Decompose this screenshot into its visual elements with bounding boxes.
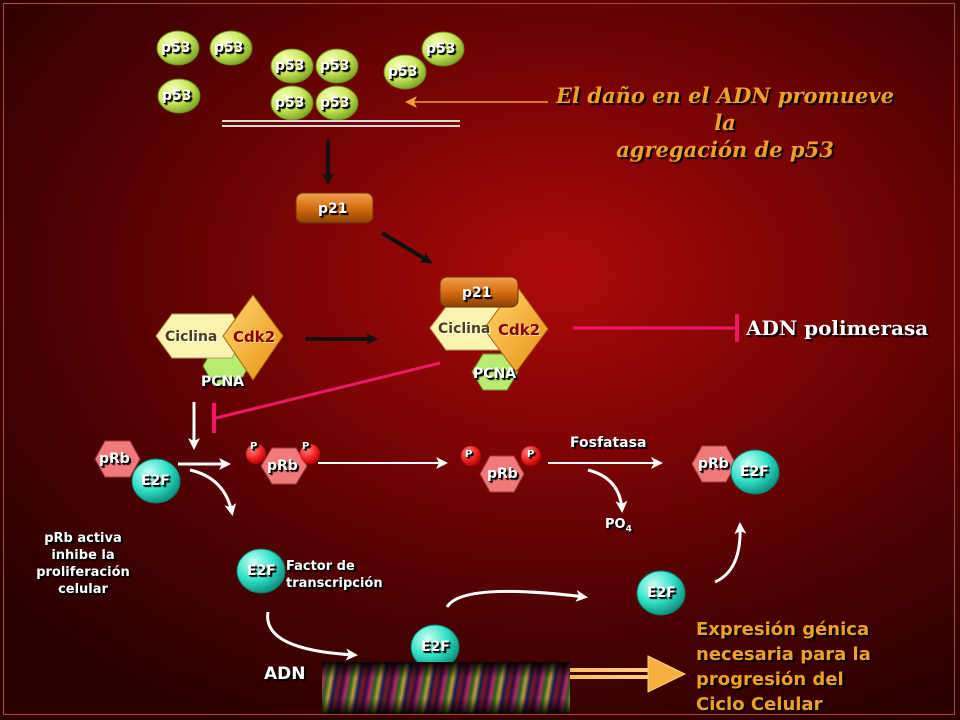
- transcription-factor-note: Factor de transcripción: [286, 558, 383, 592]
- p53-label: p53: [275, 95, 305, 111]
- p53-bead: [421, 31, 465, 67]
- phospho-prb-1: [246, 444, 320, 485]
- p53-label: p53: [275, 58, 305, 74]
- gene-expression-note: Expresión génica necesaria para la progr…: [696, 617, 871, 717]
- prb-label: pRb: [487, 466, 518, 482]
- prb-e2f-complex-left: [94, 440, 181, 504]
- cdk2-label: Cdk2: [233, 328, 276, 346]
- arrow-release-e2f: [189, 468, 237, 516]
- p53-label: p53: [162, 88, 192, 104]
- prb-shape: [94, 440, 141, 478]
- p53-label: p53: [320, 58, 350, 74]
- p21-protein: [295, 192, 374, 224]
- p53-bead: [315, 48, 359, 84]
- p53-bead: [209, 30, 253, 66]
- pcna-label: PCNA: [473, 366, 517, 382]
- e2f-label: E2F: [141, 473, 170, 489]
- prb-label: pRb: [267, 458, 298, 474]
- inhibition-prb-phosphorylation: [212, 361, 441, 433]
- expression-line-2: necesaria para la: [696, 644, 871, 665]
- phosphate-group: [246, 444, 266, 464]
- p53-label: p53: [426, 41, 456, 57]
- e2f-label: E2F: [740, 464, 769, 480]
- prb-e2f-complex-right: [691, 445, 780, 495]
- arrow-p21-to-complex: [380, 231, 433, 264]
- dna-strand: [222, 120, 460, 127]
- phosphate-label: P: [527, 449, 535, 460]
- p21-protein: [439, 276, 519, 308]
- prb-shape: [479, 455, 525, 493]
- e2f-bead-free: [236, 548, 286, 594]
- caption-line-1: El daño en el ADN promueve la: [556, 83, 894, 135]
- factor-line-1: Factor de: [286, 559, 355, 574]
- phosphate-label: P: [250, 441, 258, 452]
- dna-double-helix-image: [322, 662, 570, 714]
- p53-bead: [383, 54, 427, 90]
- phosphate-group: [521, 446, 541, 466]
- p53-label: p53: [388, 64, 418, 80]
- note-line-2: inhibe la: [51, 548, 115, 563]
- p53-label: p53: [161, 40, 191, 56]
- arrow-e2f-to-dna: [266, 611, 358, 661]
- arrow-e2f-to-e2f: [445, 589, 588, 608]
- e2f-bead: [730, 449, 780, 495]
- po4-base: PO: [605, 517, 626, 532]
- prb-label: pRb: [698, 456, 729, 472]
- phosphate-label: P: [302, 441, 310, 452]
- inhibition-dna-polymerase: [573, 314, 739, 342]
- phosphate-label: P: [465, 449, 473, 460]
- fosfatasa-label: Fosfatasa: [570, 435, 647, 451]
- pcna-label: PCNA: [201, 374, 245, 390]
- ciclina-label: Ciclina: [165, 329, 218, 345]
- expression-line-4: Ciclo Celular: [696, 694, 823, 715]
- p53-bead: [157, 78, 201, 114]
- e2f-label: E2F: [247, 563, 276, 579]
- phospho-prb-2: [461, 446, 541, 493]
- e2f-bead-released: [636, 570, 686, 616]
- arrow-release-po4: [587, 468, 628, 513]
- complex-p21-cyclin-cdk2-pcna-right: [429, 276, 549, 391]
- po4-label: PO4: [605, 517, 632, 535]
- note-line-4: celular: [58, 582, 108, 597]
- p53-bead: [270, 48, 314, 84]
- phosphate-group: [300, 444, 320, 464]
- cdk2-label: Cdk2: [498, 321, 541, 339]
- pcna-shape: [471, 353, 519, 391]
- adn-label: ADN: [264, 664, 306, 684]
- p53-bead: [156, 30, 200, 66]
- phosphate-group: [461, 446, 481, 466]
- e2f-label: E2F: [647, 585, 676, 601]
- prb-label: pRb: [99, 451, 130, 467]
- p21-label: p21: [462, 285, 492, 301]
- p53-label: p53: [320, 95, 350, 111]
- factor-line-2: transcripción: [286, 576, 383, 591]
- p53-cluster: [156, 30, 465, 121]
- prb-active-note: pRb activa inhibe la proliferación celul…: [18, 530, 148, 598]
- arrow-e2f-to-prb-e2f: [714, 522, 747, 584]
- e2f-label: E2F: [421, 639, 450, 655]
- prb-shape: [260, 447, 308, 485]
- po4-subscript: 4: [625, 524, 632, 535]
- caption-line-2: agregación de p53: [616, 137, 834, 162]
- ciclina-label: Ciclina: [438, 321, 491, 337]
- p53-label: p53: [214, 40, 244, 56]
- note-line-3: proliferación: [36, 565, 130, 580]
- p21-label: p21: [318, 201, 348, 217]
- cdk2-shape: [222, 294, 284, 381]
- note-line-1: pRb activa: [44, 531, 122, 546]
- cdk2-shape: [483, 284, 549, 373]
- expression-line-3: progresión del: [696, 669, 844, 690]
- expression-line-1: Expresión génica: [696, 619, 870, 640]
- e2f-bead: [131, 458, 181, 504]
- dna-polymerase-label: ADN polimerasa: [746, 316, 929, 340]
- complex-cyclin-cdk2-pcna-left: [155, 294, 284, 386]
- dna-damage-caption: El daño en el ADN promueve la agregación…: [545, 82, 905, 163]
